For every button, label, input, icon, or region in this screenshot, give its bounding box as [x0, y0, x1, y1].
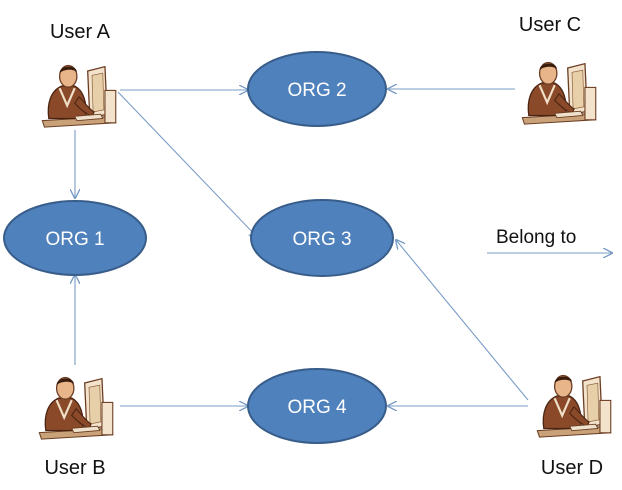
user-label: User C	[519, 14, 581, 36]
user-label: User D	[541, 457, 603, 479]
user-node-d: User D	[536, 374, 612, 479]
user-label: User B	[44, 457, 105, 479]
org-ellipse	[247, 51, 387, 127]
org-label: ORG 4	[287, 397, 347, 418]
user-node-b: User B	[38, 376, 114, 479]
user-at-computer-icon	[41, 64, 117, 129]
legend: Belong to	[496, 227, 576, 248]
user-at-computer-icon	[536, 374, 612, 439]
org-label: ORG 1	[45, 229, 104, 250]
org-node-3: ORG 3	[250, 199, 394, 277]
arrow-user-a-to-org3	[117, 91, 258, 238]
legend-label: Belong to	[496, 227, 576, 248]
org-label: ORG 3	[292, 229, 351, 250]
org-node-4: ORG 4	[247, 368, 387, 444]
org-ellipse	[250, 199, 394, 277]
org-ellipse	[247, 368, 387, 444]
user-node-c: User C	[519, 14, 597, 126]
org-label: ORG 2	[287, 80, 346, 101]
relation-arrows	[75, 89, 612, 406]
user-at-computer-icon	[38, 376, 114, 441]
arrow-user-d-to-org3	[396, 240, 529, 401]
org-node-1: ORG 1	[3, 200, 147, 276]
user-at-computer-icon	[521, 61, 597, 126]
org-ellipse	[3, 200, 147, 276]
user-label: User A	[50, 21, 111, 43]
org-node-2: ORG 2	[247, 51, 387, 127]
user-node-a: User A	[41, 21, 117, 129]
